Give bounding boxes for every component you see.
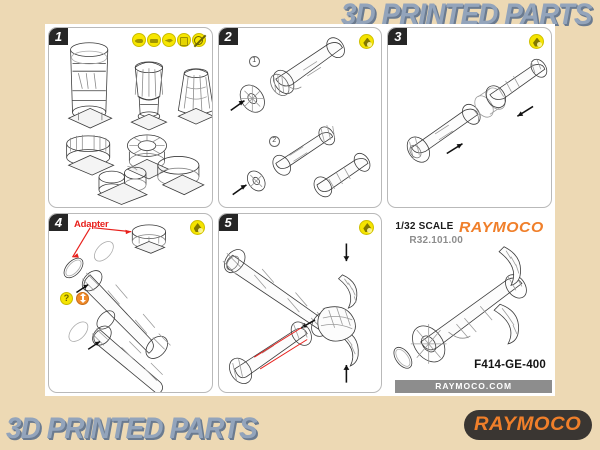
product-info-panel: 1/32 SCALE R32.101.00 RAYMOCO F414-GE-40… <box>387 212 552 394</box>
glue-icon <box>529 34 544 49</box>
raymoco-logo-text: RAYMOCO <box>474 414 582 435</box>
sanding-tool-icon <box>131 33 146 47</box>
step-badge-3: 3 <box>388 28 408 45</box>
panel-2-artwork <box>219 28 382 207</box>
tool-icon-strip <box>131 33 207 48</box>
panel-3-artwork <box>388 28 551 207</box>
glue-icon <box>359 219 375 235</box>
glue-icon <box>359 34 375 49</box>
scale-label: 1/32 SCALE <box>395 220 454 232</box>
substep-marker-1: 1 <box>248 56 260 67</box>
panel-grid: 1 <box>45 24 555 396</box>
panel-5-artwork <box>219 214 382 393</box>
page-title-bottom: 3D PRINTED PARTS <box>6 412 258 445</box>
question-icon: ? <box>60 291 73 305</box>
step-badge-4: 4 <box>49 213 68 231</box>
step-badge-5: 5 <box>218 213 238 231</box>
glue-icon <box>189 219 205 235</box>
adapter-label: Adapter <box>74 218 109 230</box>
instruction-panel-2[interactable]: 2 1 2 <box>217 27 383 208</box>
knife-tool-icon <box>161 33 176 47</box>
sandpaper-tool-icon <box>176 33 191 47</box>
instruction-sheet: 1 <box>45 24 555 396</box>
raymoco-logo[interactable]: RAYMOCO <box>464 410 592 440</box>
instruction-panel-1[interactable]: 1 <box>48 27 213 208</box>
step-badge-1: 1 <box>49 28 68 45</box>
product-code: R32.101.00 <box>409 234 464 246</box>
substep-marker-2: 2 <box>268 136 280 147</box>
instruction-panel-3[interactable]: 3 <box>387 27 552 208</box>
panel-4-artwork <box>49 214 212 392</box>
website-url: RAYMOCO.COM <box>395 380 552 393</box>
file-tool-icon <box>146 33 161 47</box>
product-hero-artwork <box>387 213 552 394</box>
step-badge-2: 2 <box>218 28 238 45</box>
part-number: F414-GE-400 <box>474 359 546 371</box>
adjust-updown-icon <box>76 291 89 305</box>
no-glue-icon <box>191 33 207 48</box>
brand-wordmark: RAYMOCO <box>459 218 544 236</box>
instruction-panel-4[interactable]: 4 Adapter ? <box>48 212 213 393</box>
instruction-panel-5[interactable]: 5 <box>217 212 383 393</box>
panel-1-artwork <box>49 28 212 207</box>
